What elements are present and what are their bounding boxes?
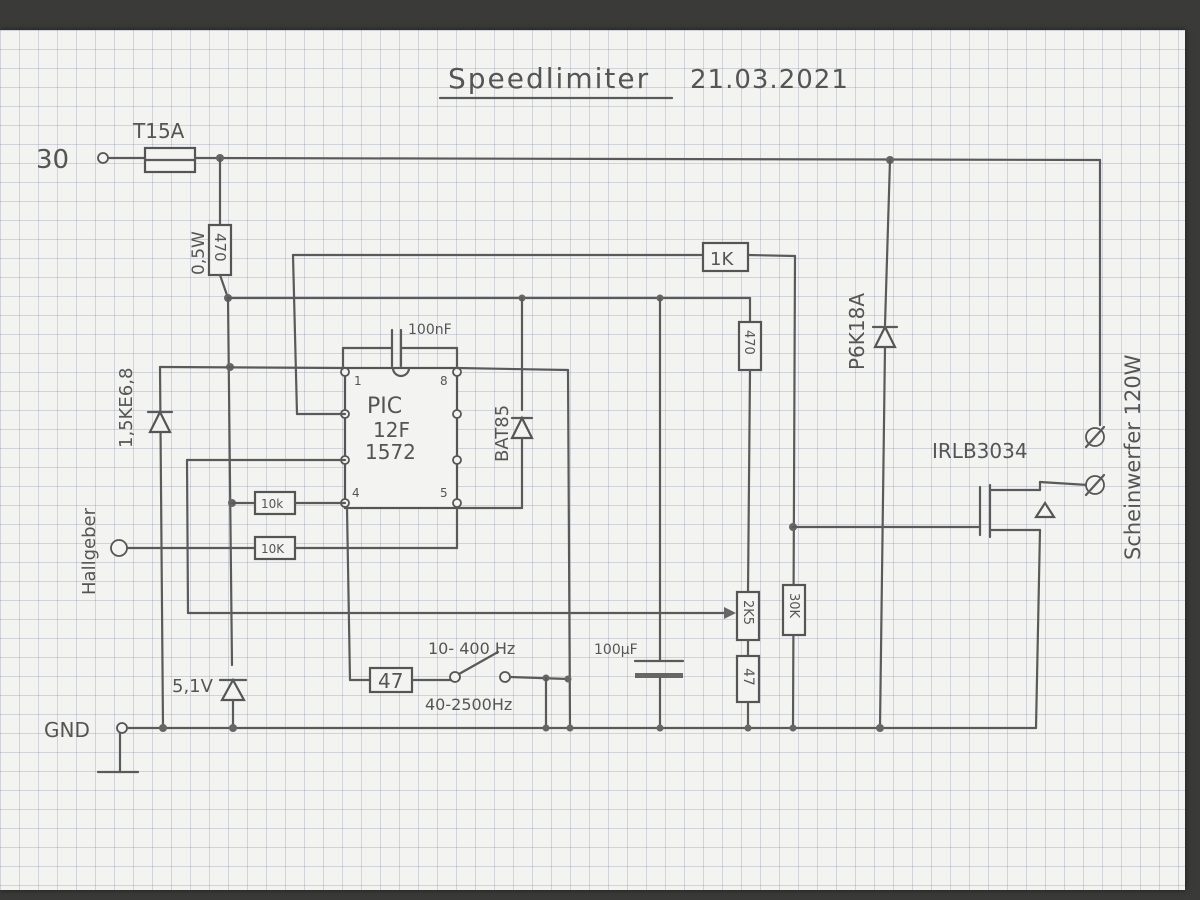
- junction: [789, 724, 797, 732]
- wire-pin4-down: [345, 506, 352, 682]
- wire-mosfet-source-down: [1034, 528, 1042, 730]
- wire-pot-left: [185, 458, 190, 615]
- lamp-terminal-a-slash: [1084, 425, 1106, 449]
- lamp-terminal-b-slash: [1084, 473, 1106, 497]
- wire-right-down: [566, 368, 572, 729]
- capacitor-big-label: 100µF: [594, 642, 638, 658]
- resistor-47-right-label: 47: [740, 668, 756, 686]
- pic-label-3: 1572: [365, 440, 416, 464]
- pot-label: 2K5: [740, 600, 755, 625]
- tvs-input-label: 1,5KE6,8: [116, 368, 137, 448]
- supply-label: 30: [36, 145, 69, 175]
- switch-terminal-a: [449, 671, 461, 683]
- junction: [656, 724, 664, 732]
- switch-top-label: 10- 400 Hz: [428, 639, 515, 658]
- wire-mosfet-drain-lamp: [1038, 480, 1090, 487]
- wire-470-bottom: [218, 273, 230, 300]
- pic-chip: [343, 366, 459, 510]
- diode-bat85: [510, 415, 534, 440]
- graph-paper-sheet: [0, 30, 1185, 890]
- switch-bottom-label: 40-2500Hz: [425, 695, 512, 714]
- resistor-47-switch: [368, 666, 414, 694]
- hall-label: Hallgeber: [79, 507, 100, 595]
- wire-1k-loop-left: [291, 253, 299, 416]
- pic-notch: [391, 366, 411, 378]
- diagram-title: Speedlimiter: [448, 62, 650, 95]
- ground-label: GND: [44, 718, 90, 742]
- pic-label-2: 12F: [373, 418, 410, 442]
- pin-4-label: 4: [352, 486, 360, 500]
- switch-lever: [457, 650, 500, 676]
- junction: [744, 724, 752, 732]
- zener-diode: [220, 677, 246, 702]
- tvs-diode-input: [148, 409, 172, 434]
- hall-terminal: [110, 539, 128, 557]
- junction: [542, 724, 550, 732]
- diagram-date: 21.03.2021: [690, 65, 849, 95]
- pin-1-label: 1: [354, 374, 362, 388]
- pic-pin: [452, 498, 462, 508]
- resistor-470-label: 470: [211, 233, 229, 262]
- junction: [159, 724, 167, 732]
- resistor-1k-label: 1K: [710, 249, 734, 270]
- lamp-label: Scheinwerfer 120W: [1121, 354, 1145, 560]
- wire-switch-right: [508, 675, 570, 681]
- ground-terminal: [116, 722, 128, 734]
- junction: [876, 724, 884, 732]
- pic-pin: [340, 367, 350, 377]
- wire-tvs-in: [158, 365, 347, 370]
- switch-terminal-b: [499, 671, 511, 683]
- zener-label: 5,1V: [172, 676, 214, 697]
- wire-1k-right: [746, 253, 797, 258]
- junction: [564, 675, 572, 683]
- pot-wiper-arrow: [724, 607, 736, 619]
- tvs-output-label: P6K18A: [845, 293, 869, 370]
- pic-pin: [452, 455, 462, 465]
- diode-bat85-label: BAT85: [492, 405, 513, 462]
- fuse-label: T15A: [132, 119, 185, 143]
- resistor-30k-label: 30K: [786, 593, 801, 619]
- wire-r470r-pot: [746, 368, 752, 594]
- pic-pin: [452, 409, 462, 419]
- wire-tvs-out-top: [883, 158, 892, 327]
- mosfet-label: IRLB3034: [932, 439, 1028, 463]
- tvs-diode-output: [873, 324, 897, 349]
- junction: [566, 724, 574, 732]
- pic-pin: [452, 367, 462, 377]
- wire-pin8-right: [455, 366, 570, 372]
- resistor-power-label: 0,5W: [189, 231, 209, 275]
- wire-vdd-left: [226, 296, 234, 667]
- wire-gate-down: [791, 254, 797, 729]
- mosfet-body-diode: [1033, 500, 1057, 519]
- capacitor-small-label: 100nF: [408, 322, 452, 338]
- junction: [229, 724, 237, 732]
- wire-top-rail: [193, 156, 1102, 162]
- resistor-10k-a-label: 10k: [261, 497, 283, 511]
- pic-label-1: PIC: [367, 394, 402, 419]
- resistor-10k-b-label: 10K: [261, 542, 285, 556]
- wire-tvs-out-bottom: [878, 345, 887, 729]
- supply-terminal: [97, 152, 109, 164]
- resistor-470-right-label: 470: [741, 330, 756, 355]
- resistor-1k: [701, 241, 750, 273]
- pin-5-label: 5: [440, 486, 448, 500]
- resistor-47-switch-label: 47: [378, 669, 403, 693]
- capacitor-big-plate-b: [635, 673, 683, 678]
- resistor-30k: [781, 583, 807, 637]
- pin-8-label: 8: [440, 374, 448, 388]
